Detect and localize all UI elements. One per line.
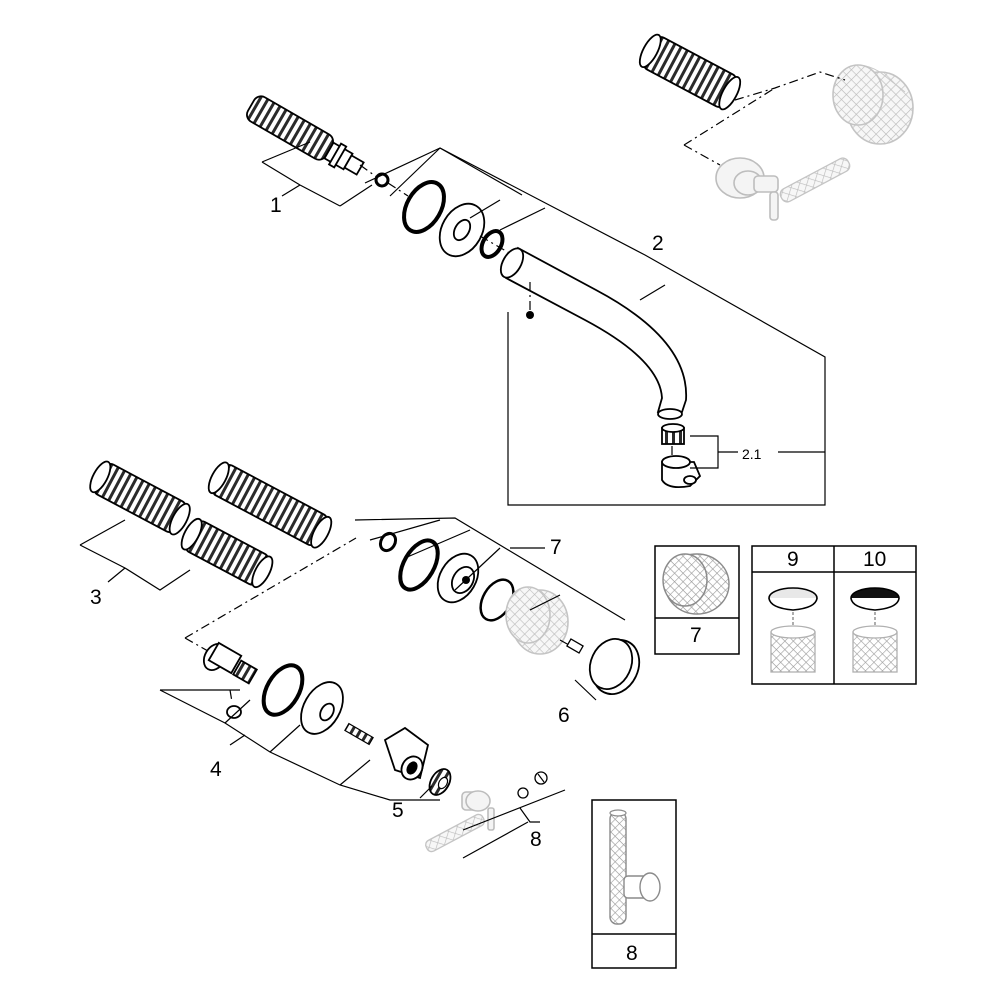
part-8-lever-handle (425, 771, 566, 859)
lower-o-ring (261, 663, 305, 717)
spout-o-ring (479, 229, 505, 259)
ghost-lever-handle (715, 157, 851, 221)
inset-handle-variant (591, 799, 677, 969)
upper-extension-sleeve (638, 33, 742, 111)
part-4-lower-valve (159, 537, 440, 801)
label-3: 3 (90, 586, 102, 609)
lower-stem (344, 722, 374, 746)
inset-knob-variant (654, 545, 740, 655)
set-screw (526, 311, 534, 319)
inset-label-10: 10 (863, 548, 886, 571)
ghost-handle-group (638, 33, 914, 221)
part-2-spout-assembly (364, 147, 826, 506)
label-8: 8 (530, 828, 542, 851)
handle-screw-parts (517, 771, 548, 799)
aerator-insert (661, 423, 685, 445)
large-o-ring-upper (402, 180, 446, 234)
extension-sleeve-b (207, 461, 333, 549)
ghost-valve-knob (505, 586, 569, 655)
part-6-cover-cap (574, 638, 641, 701)
inset-label-9: 9 (787, 548, 799, 571)
cap-variant-9 (768, 587, 818, 673)
part-7-valve-assembly (354, 517, 626, 655)
lower-clip (226, 705, 242, 719)
label-1: 1 (270, 194, 282, 217)
label-6: 6 (558, 704, 570, 727)
label-5: 5 (392, 799, 404, 822)
label-2-1: 2.1 (742, 446, 762, 462)
part-3-extension-sleeves (79, 460, 333, 591)
cap-variant-10 (850, 587, 900, 673)
extension-sleeve-c (180, 517, 274, 589)
valve-small-ring (378, 531, 398, 553)
aerator-housing (661, 455, 702, 489)
inset-label-8: 8 (626, 942, 638, 965)
spout-pipe (504, 246, 687, 413)
small-o-ring (374, 172, 390, 188)
inset-label-7: 7 (690, 624, 702, 647)
inset-cap-variants (751, 545, 917, 685)
bushing-nut (428, 768, 452, 796)
valve-body (436, 552, 480, 604)
ghost-knurled-knob (832, 64, 914, 145)
lower-spindle (202, 641, 259, 685)
lower-rosette (300, 681, 344, 735)
upper-cartridge (246, 95, 365, 176)
valve-grub-screw (566, 638, 584, 654)
upper-rosette (438, 202, 486, 258)
label-7: 7 (550, 536, 562, 559)
part-1-cartridge-assembly (246, 95, 409, 207)
label-4: 4 (210, 758, 222, 781)
label-2: 2 (652, 232, 664, 255)
part-5-bushing (383, 726, 452, 799)
bushing-sleeve (383, 726, 430, 781)
extension-sleeve-a (89, 460, 191, 536)
